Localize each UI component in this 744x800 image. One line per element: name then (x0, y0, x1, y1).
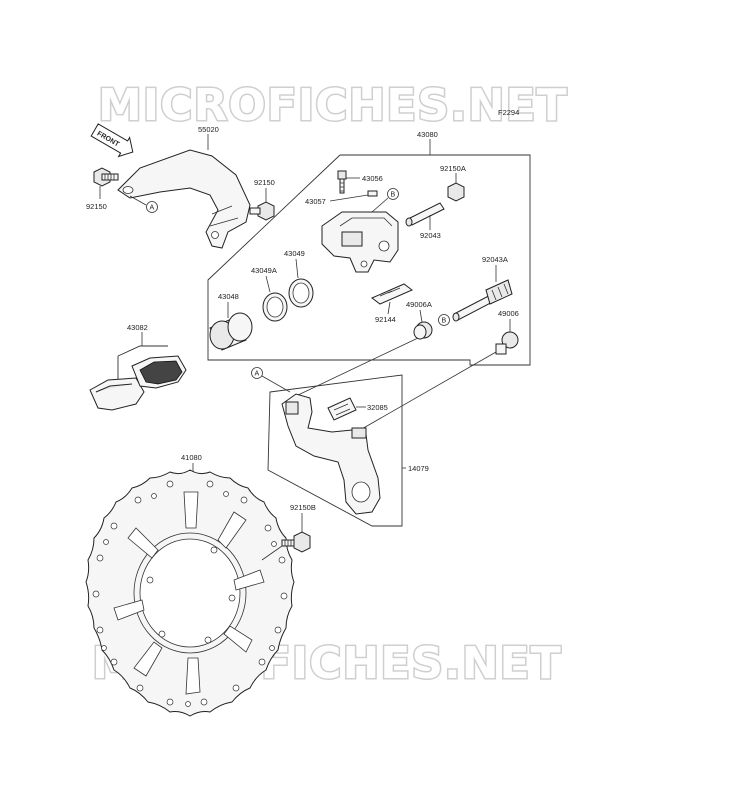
part-43056-bleed-valve (337, 170, 347, 194)
part-43082-pads (89, 355, 187, 411)
ref-circle-a-lower (251, 367, 263, 379)
part-32085-clip (327, 397, 357, 421)
watermark-top: MICROFICHES.NET (98, 80, 568, 131)
label-14079: 14079 (408, 464, 429, 473)
part-92043A-pin (452, 279, 513, 322)
diagram-code: F2294 (498, 108, 519, 117)
label-92150-left: 92150 (86, 202, 107, 211)
part-41080-brake-disc (85, 469, 295, 717)
label-32085: 32085 (367, 403, 388, 412)
part-49006A-boot (413, 321, 433, 340)
ref-b-lower: B (442, 318, 447, 325)
part-92043-pin (405, 202, 445, 227)
label-92043: 92043 (420, 231, 441, 240)
ref-b-top: B (391, 192, 396, 199)
part-92150-right-bolt (249, 201, 275, 221)
part-55020-bracket (117, 149, 251, 249)
ref-a-top: A (150, 205, 155, 212)
label-55020: 55020 (198, 125, 219, 134)
frame-43080 (207, 154, 531, 366)
part-92150-left-bolt (93, 167, 119, 187)
label-92043A: 92043A (482, 255, 508, 264)
ref-circle-b-top (387, 188, 399, 200)
label-43080: 43080 (417, 130, 438, 139)
label-43049: 43049 (284, 249, 305, 258)
label-43048: 43048 (218, 292, 239, 301)
part-49006-boot (495, 331, 519, 355)
part-14079-caliper-bracket (281, 393, 381, 515)
part-caliper-body (321, 211, 399, 273)
label-49006: 49006 (498, 309, 519, 318)
frame-14079 (267, 374, 403, 527)
ref-a-lower: A (255, 371, 260, 378)
part-92150A-bolt (447, 182, 465, 202)
label-41080: 41080 (181, 453, 202, 462)
label-92144: 92144 (375, 315, 396, 324)
label-43057: 43057 (305, 197, 326, 206)
label-43049A: 43049A (251, 266, 277, 275)
ref-circle-a-top (146, 201, 158, 213)
label-49006A: 49006A (406, 300, 432, 309)
part-92144-spring (371, 283, 413, 305)
label-92150-right: 92150 (254, 178, 275, 187)
part-92150B-bolt (281, 531, 311, 553)
bracket-43082 (117, 345, 168, 382)
label-43056: 43056 (362, 174, 383, 183)
label-92150B: 92150B (290, 503, 316, 512)
label-43082: 43082 (127, 323, 148, 332)
part-43048-piston (209, 312, 253, 351)
part-43057-cap (367, 190, 378, 197)
ref-circle-b-lower (438, 314, 450, 326)
label-92150A: 92150A (440, 164, 466, 173)
